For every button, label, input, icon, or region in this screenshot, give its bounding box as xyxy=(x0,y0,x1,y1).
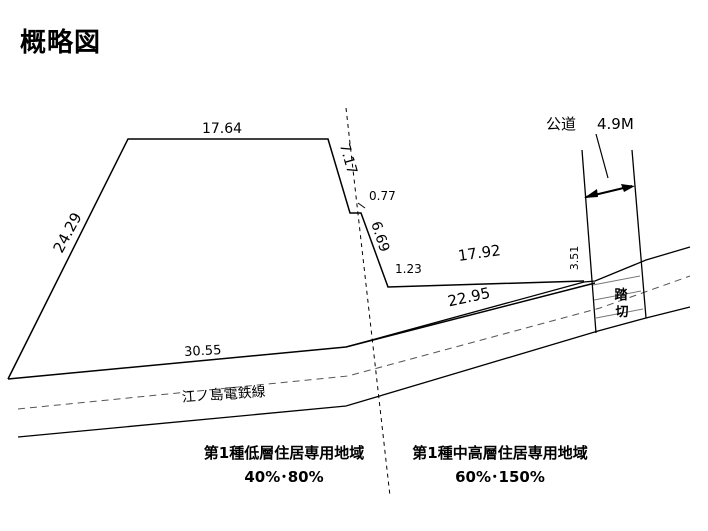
zone-left-name: 第1種低層住居専用地域 xyxy=(204,444,364,462)
dim-top: 17.64 xyxy=(202,121,242,137)
crossing-line-2 xyxy=(593,290,642,301)
dim-notch-step: 0.77 xyxy=(369,189,396,203)
arrowhead-left xyxy=(584,189,598,198)
dim-notch-slope: 7.17 xyxy=(336,142,360,176)
railway-north-line xyxy=(345,246,691,348)
crossing-line-1 xyxy=(592,275,641,286)
dim-diag: 6.69 xyxy=(367,219,392,254)
railway-south-line xyxy=(17,306,691,438)
notch-tick xyxy=(357,202,366,209)
arrowhead-right xyxy=(621,184,635,192)
dim-right-edge: 3.51 xyxy=(568,246,581,271)
dim-left-slope: 24.29 xyxy=(50,209,86,255)
dim-small-step: 1.23 xyxy=(395,262,422,276)
road-right-edge xyxy=(631,149,647,319)
zone-left-ratio: 40%･80% xyxy=(244,468,323,486)
zone-boundary-line xyxy=(345,107,391,497)
crossing-label-1: 踏 xyxy=(614,287,628,303)
zone-right-name: 第1種中高層住居専用地域 xyxy=(412,444,587,462)
dim-bottom-left: 30.55 xyxy=(184,343,222,360)
railway-center-dashed xyxy=(17,275,691,410)
railway-name: 江ノ島電鉄線 xyxy=(181,384,266,406)
lot-outline xyxy=(7,138,585,380)
road-left-edge xyxy=(581,149,597,334)
road-width-label: 4.9M xyxy=(597,115,634,133)
page-title: 概略図 xyxy=(20,28,102,58)
zone-right-ratio: 60%･150% xyxy=(455,468,545,486)
lot-bottom-edge xyxy=(7,282,596,380)
dim-upper-right: 17.92 xyxy=(457,241,502,265)
crossing-line-3 xyxy=(595,308,644,319)
crossing-label-2: 切 xyxy=(615,305,628,320)
road-label: 公道 xyxy=(546,115,576,133)
road-label-leader xyxy=(595,133,609,179)
dim-bottom-right: 22.95 xyxy=(446,284,492,311)
